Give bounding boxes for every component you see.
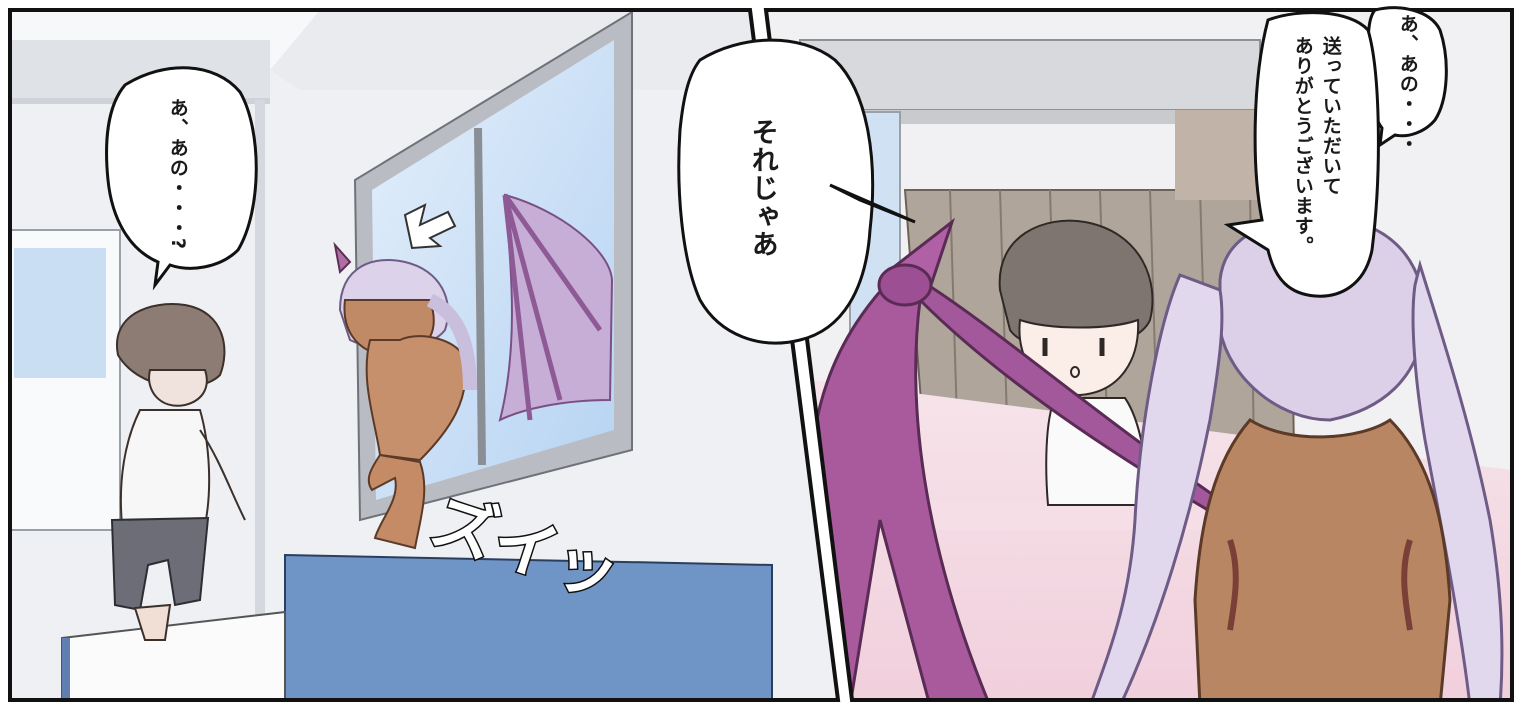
speech-bubble-thanks (1223, 11, 1380, 298)
left-panel-border (8, 8, 841, 702)
speech-bubble-left (105, 66, 258, 291)
bubble-text-sorejaa: それじゃあ (746, 118, 778, 258)
bubble-text-thanks-line1: 送っていただいて (1319, 36, 1342, 196)
right-panel-art (766, 10, 1512, 700)
bubble-text-ano-right: あ、あの・・・ (1396, 14, 1419, 154)
speech-bubble-sorejaa (677, 38, 916, 345)
bubble-text-ano-question: あ、あの・・・? (166, 98, 189, 251)
bubble-text-thanks-line2: ありがとうございます。 (1291, 36, 1314, 256)
right-panel-border (763, 8, 1514, 702)
